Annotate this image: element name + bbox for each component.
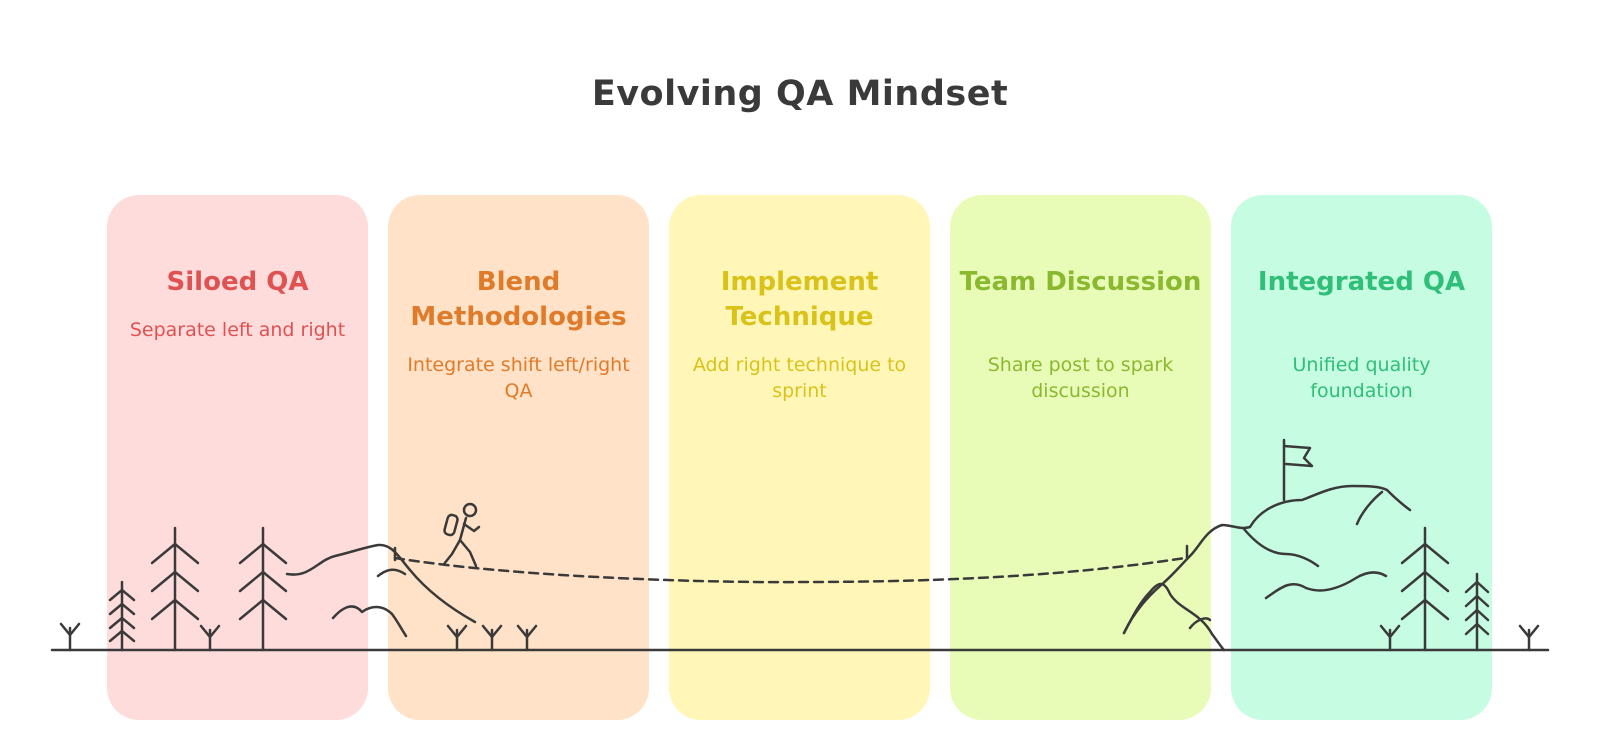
stage-heading: Team Discussion — [959, 267, 1202, 297]
sprout-icon — [199, 624, 221, 652]
stage-description: Add right technique to sprint — [692, 354, 907, 402]
stage-description: Share post to spark discussion — [987, 354, 1174, 402]
pine-tree-icon — [1400, 526, 1450, 652]
sprout-icon — [446, 624, 468, 652]
diagram-title: Evolving QA Mindset — [591, 74, 1009, 114]
dashed-trail — [393, 556, 1187, 584]
sprout-icon — [59, 622, 81, 652]
flag-icon — [1282, 438, 1314, 502]
right-hill-contour — [1264, 571, 1388, 600]
stage-description: Unified quality foundation — [1292, 354, 1431, 402]
pine-tree-icon — [150, 526, 200, 652]
pine-tree-icon — [1464, 572, 1490, 652]
stage-heading: Implement Technique — [720, 267, 879, 332]
right-hill-contour — [1188, 617, 1212, 630]
stage-card-integrated-qa: Integrated QA Unified quality foundation — [1231, 195, 1492, 720]
left-hill-small — [331, 605, 408, 638]
stage-description: Separate left and right — [129, 319, 346, 341]
sprout-icon — [1518, 624, 1540, 652]
pine-tree-icon — [108, 580, 136, 652]
left-hill-outline — [285, 543, 477, 624]
right-hill-contour — [1242, 527, 1320, 568]
hiker-icon — [442, 502, 481, 568]
right-hill-lower — [1122, 582, 1226, 652]
stage-card-team-discussion: Team Discussion Share post to spark disc… — [950, 195, 1211, 720]
stage-heading: Blend Methodologies — [410, 267, 627, 332]
stage-card-siloed-qa: Siloed QA Separate left and right — [107, 195, 368, 720]
sprout-icon — [481, 624, 503, 652]
sprout-icon — [1379, 624, 1401, 652]
pine-tree-icon — [238, 526, 288, 652]
sprout-icon — [516, 624, 538, 652]
right-hill-contour — [1355, 490, 1384, 526]
stage-card-implement-technique: Implement Technique Add right technique … — [669, 195, 930, 720]
right-hill-outline — [1122, 484, 1412, 635]
stage-heading: Siloed QA — [166, 267, 309, 297]
stage-description: Integrate shift left/right QA — [407, 354, 630, 402]
stage-heading: Integrated QA — [1257, 267, 1466, 297]
stage-card-blend-methodologies: Blend Methodologies Integrate shift left… — [388, 195, 649, 720]
left-hill-contour — [376, 568, 407, 578]
